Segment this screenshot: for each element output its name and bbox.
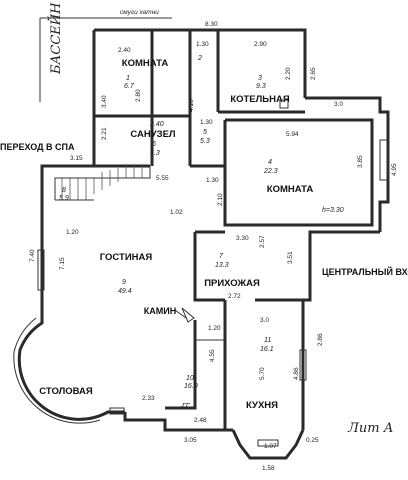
svg-text:2.65: 2.65 [310,67,317,80]
svg-text:2.10: 2.10 [217,193,224,206]
dining-outer-line [13,317,101,424]
svg-text:2.80: 2.80 [135,89,142,102]
svg-text:5.94: 5.94 [286,131,299,138]
svg-text:2.86: 2.86 [317,333,324,346]
top-note: смуги хатни [120,9,159,16]
room10-num: 10 [186,375,194,382]
svg-text:2.40: 2.40 [118,47,131,54]
svg-text:0.25: 0.25 [306,437,319,444]
svg-text:2.33: 2.33 [142,395,155,402]
room7-area: 13.3 [215,262,229,269]
spa-passage-label: ПЕРЕХОД В СПА [0,142,75,152]
pool-label: БАССЕЙН [46,2,64,75]
room6-area: 5.3 [150,150,160,157]
svg-text:3.85: 3.85 [357,155,364,168]
room11-num: 11 [264,337,271,344]
fireplace [174,307,195,323]
room6-name: САНУЗЕЛ [130,129,176,140]
svg-text:2.48: 2.48 [194,417,207,424]
room4-name: КОМНАТА [267,184,314,195]
svg-text:2.20: 2.20 [285,67,292,80]
dining-name: СТОЛОВАЯ [39,386,93,397]
svg-text:4.86: 4.86 [293,367,300,380]
room1-num: 1 [126,75,130,82]
room1-area: 6.7 [124,83,135,90]
svg-text:1.30: 1.30 [200,119,213,126]
svg-text:3.40: 3.40 [101,95,108,108]
room7-num: 7 [219,253,224,260]
svg-text:7.40: 7.40 [29,249,36,262]
room8-num: 8 [62,187,66,194]
svg-text:7.15: 7.15 [59,257,66,270]
room2-num: 2 [197,55,202,62]
svg-text:2.21: 2.21 [101,127,108,140]
staircase [54,166,151,201]
svg-text:3.30: 3.30 [236,235,249,242]
windows [37,139,389,447]
room9-area: 49.4 [118,288,132,295]
svg-text:4.55: 4.55 [209,349,216,362]
svg-text:4.10: 4.10 [188,99,195,112]
dimension-labels: 8.30 2.40 3.40 2.80 1.30 4.10 2.90 2.20 … [29,21,398,472]
svg-text:3.05: 3.05 [184,437,197,444]
room11-area: 16.1 [260,346,274,353]
room3-name: КОТЕЛЬНАЯ [230,94,290,105]
svg-text:2.72: 2.72 [228,293,241,300]
svg-text:1.02: 1.02 [170,209,183,216]
svg-text:8.30: 8.30 [205,21,218,28]
svg-text:4.95: 4.95 [391,163,398,176]
room4-height: h=3.30 [322,207,344,214]
room6-w: 2.40 [149,121,164,128]
room4-num: 4 [268,159,272,166]
svg-text:3.0: 3.0 [334,101,343,108]
svg-text:5.55: 5.55 [156,175,169,182]
room7-name: ПРИХОЖАЯ [204,278,260,289]
room9-num: 9 [122,279,126,286]
room10-note: ГГ [182,403,191,410]
svg-text:1.58: 1.58 [262,465,275,472]
room10-area: 16.0 [184,383,198,390]
svg-text:1.30: 1.30 [206,177,219,184]
svg-text:3.15: 3.15 [70,155,83,162]
room5-num: 5 [203,129,207,136]
svg-text:1.20: 1.20 [66,229,79,236]
central-entrance-label: ЦЕНТРАЛЬНЫЙ ВХОД [322,266,408,277]
svg-text:1.07: 1.07 [264,443,277,450]
svg-text:2.90: 2.90 [254,41,267,48]
room9-name: ГОСТИНАЯ [100,252,153,263]
stamp-label: Лит А [347,421,394,436]
svg-text:3.51: 3.51 [287,251,294,264]
room3-num: 3 [258,75,262,82]
room1-name: КОМНАТА [122,58,169,69]
inner-walls [94,30,374,430]
fireplace-label: КАМИН [144,306,176,316]
boiler-icon [279,99,289,109]
outer-walls [13,28,390,460]
room6-num: 6 [152,141,156,148]
svg-text:3.0: 3.0 [260,317,269,324]
room3-area: 9.3 [256,83,266,90]
room4-area: 22.3 [263,168,278,175]
pool-outline [39,17,172,102]
svg-text:2.57: 2.57 [259,235,266,248]
svg-text:5.70: 5.70 [259,367,266,380]
svg-text:1.30: 1.30 [196,41,209,48]
room8-area: 5.9 [59,195,69,202]
svg-text:1.20: 1.20 [208,325,221,332]
room11-name: КУХНЯ [246,400,278,411]
room5-area: 5.3 [200,138,210,145]
